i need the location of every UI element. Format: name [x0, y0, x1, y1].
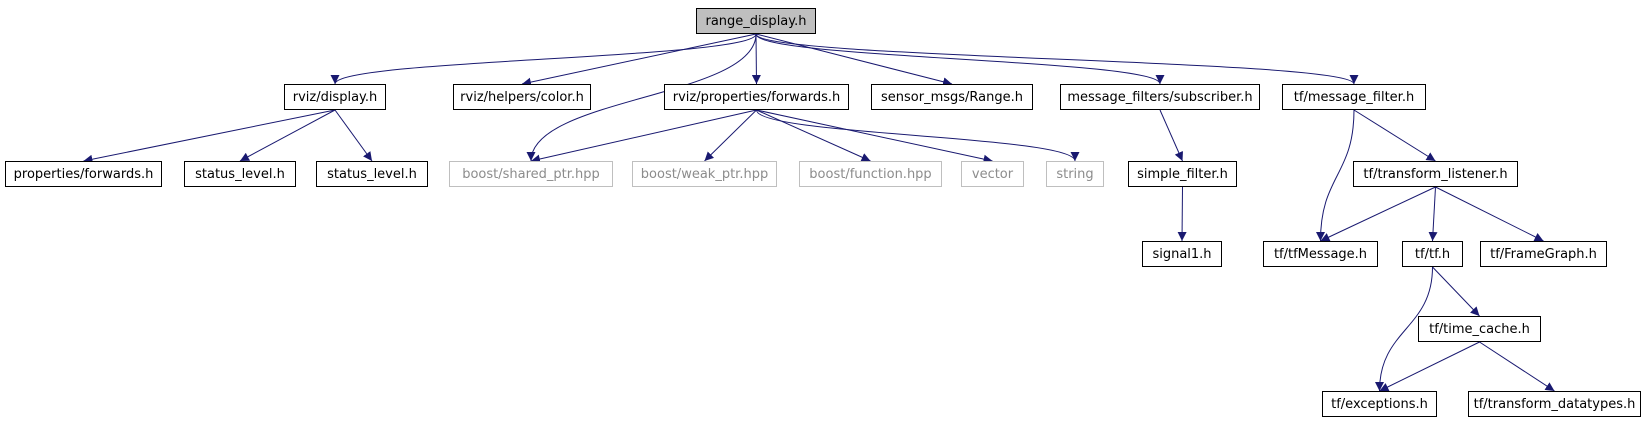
node-label: properties/forwards.h — [13, 166, 154, 182]
edge-tfmf-to-listener — [1353, 109, 1436, 162]
edge-range-to-rvizfwd — [751, 33, 761, 85]
node-label: range_display.h — [705, 13, 807, 29]
node-signal[interactable]: signal1.h — [1142, 241, 1222, 267]
node-label: tf/transform_listener.h — [1363, 166, 1508, 182]
edge-display-to-status2 — [334, 109, 373, 162]
edge-listener-to-framegraph — [1435, 186, 1544, 242]
node-status2[interactable]: status_level.h — [316, 161, 428, 187]
edge-tftf-to-exceptions — [1375, 266, 1433, 392]
node-label: tf/FrameGraph.h — [1490, 246, 1597, 262]
edge-range-to-subscriber — [755, 33, 1165, 85]
edge-range-to-tfmf — [755, 33, 1359, 85]
edge-rvizfwd-to-shared — [530, 109, 757, 164]
edge-display-to-propfwd — [83, 109, 336, 164]
node-label: rviz/properties/forwards.h — [672, 89, 841, 105]
edge-range-to-color — [521, 33, 757, 87]
edge-subscriber-to-simple — [1159, 109, 1183, 162]
node-function: boost/function.hpp — [799, 161, 942, 187]
node-label: message_filters/subscriber.h — [1067, 89, 1253, 105]
node-listener[interactable]: tf/transform_listener.h — [1353, 161, 1518, 187]
node-label: tf/exceptions.h — [1331, 396, 1428, 412]
node-subscriber[interactable]: message_filters/subscriber.h — [1060, 84, 1260, 110]
node-label: tf/tf.h — [1414, 246, 1451, 262]
node-tfmf[interactable]: tf/message_filter.h — [1282, 84, 1426, 110]
node-label: boost/weak_ptr.hpp — [640, 166, 769, 182]
node-weak: boost/weak_ptr.hpp — [632, 161, 777, 187]
node-framegraph[interactable]: tf/FrameGraph.h — [1480, 241, 1607, 267]
node-rvizfwd[interactable]: rviz/properties/forwards.h — [664, 84, 849, 110]
node-timecache[interactable]: tf/time_cache.h — [1418, 316, 1541, 342]
node-label: vector — [971, 166, 1014, 182]
edge-tfmf-to-tfmsg — [1316, 109, 1355, 242]
edge-tftf-to-timecache — [1432, 266, 1480, 317]
node-propfwd[interactable]: properties/forwards.h — [5, 161, 162, 187]
node-label: tf/time_cache.h — [1429, 321, 1530, 337]
edge-rvizfwd-to-weak — [704, 109, 757, 162]
node-label: string — [1056, 166, 1094, 182]
node-label: tf/transform_datatypes.h — [1473, 396, 1636, 412]
node-tftf[interactable]: tf/tf.h — [1402, 241, 1463, 267]
edge-timecache-to-datatypes — [1479, 341, 1555, 392]
node-label: tf/tfMessage.h — [1273, 246, 1368, 262]
node-label: simple_filter.h — [1137, 166, 1228, 182]
node-datatypes[interactable]: tf/transform_datatypes.h — [1468, 391, 1641, 417]
node-simple[interactable]: simple_filter.h — [1128, 161, 1237, 187]
node-label: boost/shared_ptr.hpp — [462, 166, 600, 182]
edge-range-to-range_msg — [755, 33, 953, 87]
node-label: status_level.h — [195, 166, 285, 182]
node-label: status_level.h — [327, 166, 417, 182]
edge-listener-to-tfmsg — [1320, 186, 1436, 242]
node-vector: vector — [961, 161, 1024, 187]
edge-rvizfwd-to-vector — [756, 109, 993, 164]
edge-timecache-to-exceptions — [1379, 341, 1480, 392]
node-range[interactable]: range_display.h — [696, 8, 816, 34]
node-status1[interactable]: status_level.h — [184, 161, 296, 187]
node-label: sensor_msgs/Range.h — [881, 89, 1023, 105]
edge-rvizfwd-to-function — [756, 109, 871, 162]
node-label: tf/message_filter.h — [1293, 89, 1415, 105]
node-string: string — [1046, 161, 1104, 187]
node-shared: boost/shared_ptr.hpp — [449, 161, 613, 187]
node-color[interactable]: rviz/helpers/color.h — [453, 84, 591, 110]
node-label: boost/function.hpp — [809, 166, 932, 182]
node-exceptions[interactable]: tf/exceptions.h — [1322, 391, 1437, 417]
edge-rvizfwd-to-string — [756, 109, 1080, 162]
node-tfmsg[interactable]: tf/tfMessage.h — [1263, 241, 1378, 267]
edge-range-to-display — [330, 33, 757, 85]
node-range-msg[interactable]: sensor_msgs/Range.h — [871, 84, 1033, 110]
edge-display-to-status1 — [239, 109, 336, 162]
node-label: signal1.h — [1152, 246, 1212, 262]
node-display[interactable]: rviz/display.h — [284, 84, 386, 110]
edge-range-to-shared — [526, 33, 757, 162]
node-label: rviz/display.h — [292, 89, 378, 105]
node-label: rviz/helpers/color.h — [460, 89, 584, 105]
edge-simple-to-signal — [1177, 186, 1187, 242]
edge-listener-to-tftf — [1428, 186, 1438, 242]
